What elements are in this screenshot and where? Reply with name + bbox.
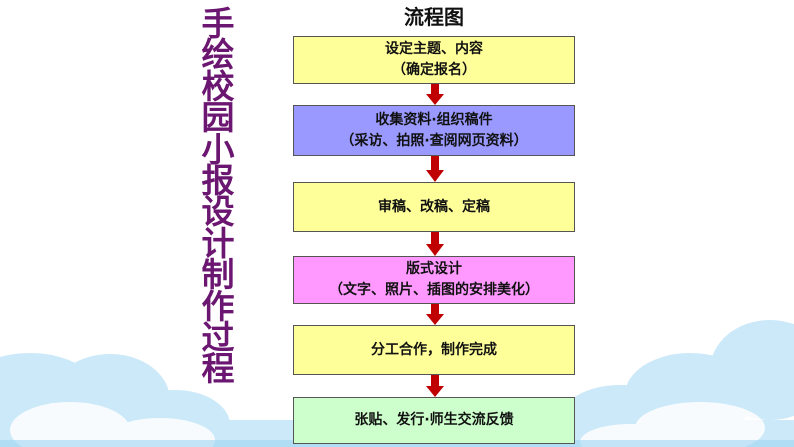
title-char: 作 — [201, 286, 235, 326]
step-sublabel: （文字、照片、插图的安排美化） — [329, 282, 539, 298]
step-sublabel: （确定报名） — [392, 62, 476, 78]
step-collect: 收集资料·组织稿件 （采访、拍照·查阅网页资料） — [293, 105, 575, 156]
step-review: 审稿、改稿、定稿 — [293, 182, 575, 232]
title-char: 校 — [201, 66, 235, 106]
flowchart-title: 流程图 — [404, 5, 464, 29]
vertical-title: 手 绘 校 园 小 报 设 计 制 作 过 程 — [192, 4, 244, 389]
step-label: 张贴、发行·师生交流反馈 — [354, 412, 514, 428]
step-label: 分工合作，制作完成 — [371, 341, 497, 358]
step-label: 收集资料·组织稿件 — [375, 111, 493, 128]
step-produce: 分工合作，制作完成 — [293, 325, 575, 375]
step-sublabel: （采访、拍照·查阅网页资料） — [340, 132, 528, 149]
title-char: 小 — [201, 129, 235, 169]
arrow-down-icon — [426, 84, 444, 105]
title-char: 设 — [201, 192, 235, 232]
arrow-down-icon — [426, 232, 444, 256]
title-char: 报 — [201, 160, 235, 200]
arrow-down-icon — [426, 304, 444, 325]
step-publish: 张贴、发行·师生交流反馈 — [293, 397, 575, 444]
title-char: 程 — [201, 349, 235, 389]
title-char: 绘 — [201, 35, 235, 75]
step-label: 设定主题、内容 — [385, 41, 483, 57]
title-char: 过 — [201, 317, 235, 357]
step-topic: 设定主题、内容 （确定报名） — [293, 36, 575, 84]
title-char: 计 — [201, 223, 235, 263]
step-layout: 版式设计 （文字、照片、插图的安排美化） — [293, 256, 575, 304]
arrow-down-icon — [426, 156, 444, 182]
title-char: 手 — [201, 4, 235, 43]
title-char: 园 — [201, 98, 235, 138]
title-char: 制 — [201, 255, 235, 295]
step-label: 审稿、改稿、定稿 — [378, 198, 490, 215]
step-label: 版式设计 — [406, 261, 462, 277]
arrow-down-icon — [426, 375, 444, 397]
